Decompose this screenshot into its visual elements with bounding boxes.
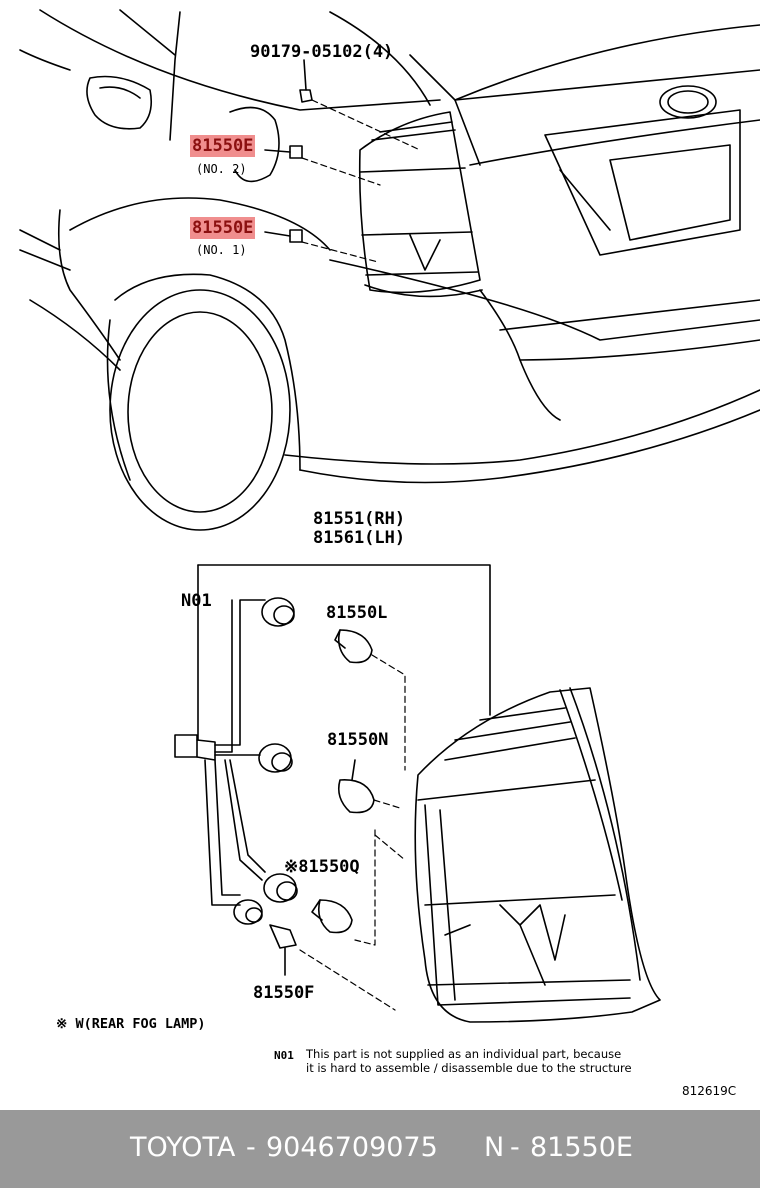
clip-no2-label: (NO. 2) — [196, 162, 247, 176]
part-highlight: 81550E — [190, 217, 256, 239]
leader-dashes-bottom — [299, 654, 406, 1011]
rear-wheel — [106, 289, 291, 531]
clip-no1 — [264, 229, 303, 243]
n01-label: N01 — [181, 591, 212, 611]
bulb-l-part-number: 81550L — [326, 603, 388, 623]
bulb-81550f — [269, 924, 297, 976]
note-code: N01 — [274, 1049, 294, 1062]
vehicle-rear-body — [19, 9, 760, 484]
note-line-1: This part is not supplied as an individu… — [306, 1047, 622, 1061]
bulb-socket-4 — [233, 899, 263, 925]
bolt-part-number: 90179-05102(4) — [250, 42, 394, 62]
brand-name: TOYOTA — [130, 1132, 236, 1163]
bulb-81550l — [334, 629, 373, 664]
tail-lamp-installed — [358, 111, 483, 298]
bulb-n-part-number: 81550N — [327, 730, 389, 750]
footer-part-number: 9046709075 — [266, 1132, 438, 1163]
bolt — [299, 59, 313, 103]
figure-id: 812619C — [682, 1084, 737, 1098]
bulb-81550n — [337, 759, 375, 814]
note-line-2: it is hard to assemble / disassemble due… — [306, 1061, 632, 1075]
tail-lamp-exploded-diagram — [19, 9, 760, 1023]
bulb-socket-3 — [263, 873, 298, 903]
bulb-socket-2 — [258, 743, 293, 773]
part-highlight: 81550E — [190, 135, 256, 157]
footer-separator: - — [510, 1132, 520, 1163]
leader-dashes-top — [301, 99, 421, 263]
highlighted-part-number-no2[interactable]: 81550E — [190, 135, 256, 157]
bulb-socket-1 — [261, 597, 295, 627]
bulb-81550q — [311, 899, 353, 934]
tail-lamp-assembly — [414, 687, 661, 1023]
bulb-f-part-number: 81550F — [253, 983, 315, 1003]
lamp-lh-part-number: 81561(LH) — [313, 528, 406, 548]
footer-separator: - — [246, 1132, 256, 1163]
part-info-footer: TOYOTA - 9046709075 N - 81550E — [0, 1110, 760, 1188]
bulb-q-part-number: ※81550Q — [284, 857, 360, 877]
lamp-rh-part-number: 81551(RH) — [313, 509, 406, 529]
assembly-bracket — [197, 564, 491, 716]
footer-n-label: N — [484, 1132, 505, 1163]
rear-fog-lamp-note: ※ W(REAR FOG LAMP) — [56, 1016, 206, 1032]
highlighted-part-number-no1[interactable]: 81550E — [190, 217, 256, 239]
wire-harness — [174, 599, 266, 906]
clip-no2 — [264, 145, 303, 159]
footer-part-code: 81550E — [530, 1132, 633, 1163]
clip-no1-label: (NO. 1) — [196, 243, 247, 257]
